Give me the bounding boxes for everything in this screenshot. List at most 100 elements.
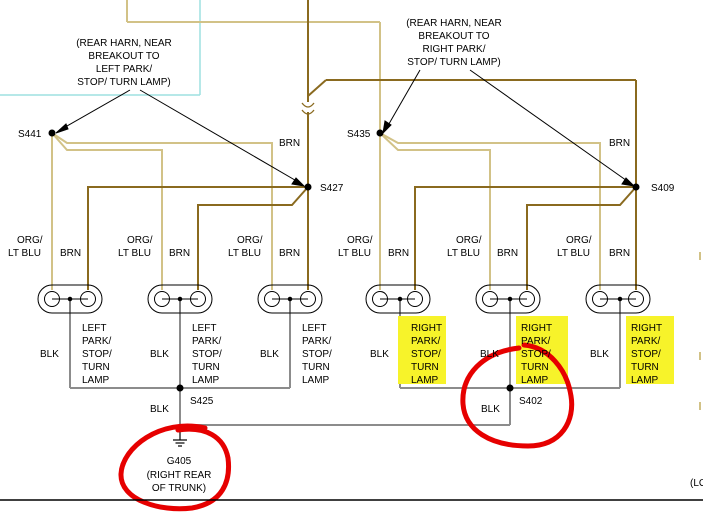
- lamp-label-text: STOP/: [82, 349, 112, 360]
- wire-label-ltblu-2: LT BLU: [118, 248, 151, 259]
- teal-border: [0, 0, 201, 96]
- lamp-label-text: RIGHT: [631, 323, 662, 334]
- wire-label-brn-4: BRN: [388, 248, 409, 259]
- callout-right-line-3: RIGHT PARK/: [423, 44, 486, 55]
- wire-label-blk-s425: BLK: [150, 404, 169, 415]
- brn-wires: [87, 186, 637, 290]
- lamp-symbol-right-3: [585, 284, 651, 314]
- callout-right-line-4: STOP/ TURN LAMP): [407, 57, 501, 68]
- splice-label-s427: S427: [320, 183, 344, 194]
- red-circle-ground: [118, 423, 232, 512]
- wire-label-blk-s402: BLK: [481, 404, 500, 415]
- wire-label-brn-1: BRN: [60, 248, 81, 259]
- lamp-label-text: LAMP: [302, 375, 330, 386]
- wire-label-ltblu-1: LT BLU: [8, 248, 41, 259]
- ground-desc-line-2: OF TRUNK): [152, 483, 206, 494]
- wire-label-org-3: ORG/: [237, 235, 263, 246]
- splice-label-s435: S435: [347, 129, 371, 140]
- lamp-label-text: PARK/: [192, 336, 221, 347]
- lamp-label-text: TURN: [521, 362, 549, 373]
- lamp-label-text: STOP/: [302, 349, 332, 360]
- splice-dot-s402: [506, 384, 514, 392]
- lamp-label-text: TURN: [82, 362, 110, 373]
- lamp-symbol-left-1: [37, 284, 103, 314]
- splice-dot-s427: [304, 183, 312, 191]
- splice-dot-s409: [632, 183, 640, 191]
- connector-wire-labels: ORG/ LT BLU BRN ORG/ LT BLU BRN ORG/ LT …: [8, 235, 630, 259]
- lamp-symbol-right-1: [365, 284, 431, 314]
- red-annotation-circles: [118, 342, 575, 512]
- wire-label-org-5: ORG/: [456, 235, 482, 246]
- lamp-symbols: [37, 284, 651, 314]
- lamp-label-text: PARK/: [521, 336, 550, 347]
- wire-label-org-1: ORG/: [17, 235, 43, 246]
- splice-dot-s441: [48, 129, 56, 137]
- wire-label-org-6: ORG/: [566, 235, 592, 246]
- org-lt-blu-wires: [51, 132, 601, 290]
- wire-label-brn-3: BRN: [279, 248, 300, 259]
- lamp-label-text: TURN: [302, 362, 330, 373]
- wire-label-blk-1: BLK: [40, 349, 59, 360]
- ground-id: G405: [167, 456, 192, 467]
- lamp-label-text: LAMP: [192, 375, 220, 386]
- wire-label-blk-4: BLK: [370, 349, 389, 360]
- lamp-label-left-2: LEFT PARK/ STOP/ TURN LAMP: [192, 323, 222, 386]
- lamp-label-left-3: LEFT PARK/ STOP/ TURN LAMP: [302, 323, 332, 386]
- wire-label-ltblu-3: LT BLU: [228, 248, 261, 259]
- lamp-label-text: LEFT: [82, 323, 106, 334]
- blk-labels: BLK BLK BLK BLK BLK BLK BLK BLK: [40, 349, 609, 415]
- splice-dot-s425: [176, 384, 184, 392]
- lamp-label-right-2: RIGHT PARK/ STOP/ TURN LAMP: [521, 323, 552, 386]
- wire-label-ltblu-5: LT BLU: [447, 248, 480, 259]
- splice-label-s425: S425: [190, 396, 214, 407]
- wire-label-org-4: ORG/: [347, 235, 373, 246]
- splice-dots: [48, 129, 640, 392]
- lamp-label-text: STOP/: [631, 349, 661, 360]
- lamp-label-right-1: RIGHT PARK/ STOP/ TURN LAMP: [411, 323, 442, 386]
- lamp-label-text: LEFT: [192, 323, 216, 334]
- wire-label-brn-top-left: BRN: [279, 138, 300, 149]
- lamp-label-text: LAMP: [411, 375, 439, 386]
- wire-label-brn-6: BRN: [609, 248, 630, 259]
- lamp-label-text: TURN: [192, 362, 220, 373]
- callout-right: (REAR HARN, NEAR BREAKOUT TO RIGHT PARK/…: [406, 18, 502, 68]
- lamp-label-left-1: LEFT PARK/ STOP/ TURN LAMP: [82, 323, 112, 386]
- lamp-label-text: LAMP: [82, 375, 110, 386]
- lamp-label-right-3: RIGHT PARK/ STOP/ TURN LAMP: [631, 323, 662, 386]
- wire-label-blk-6: BLK: [590, 349, 609, 360]
- lamp-label-text: LAMP: [631, 375, 659, 386]
- lamp-label-text: STOP/: [521, 349, 551, 360]
- lamp-label-text: PARK/: [302, 336, 331, 347]
- lamp-label-text: PARK/: [82, 336, 111, 347]
- lamp-label-text: TURN: [411, 362, 439, 373]
- red-circle-s402: [460, 342, 575, 449]
- lamp-symbol-left-2: [147, 284, 213, 314]
- wire-label-blk-5: BLK: [480, 349, 499, 360]
- callout-left-line-4: STOP/ TURN LAMP): [77, 77, 171, 88]
- ground-label: G405 (RIGHT REAR OF TRUNK): [147, 456, 212, 494]
- splice-dot-s435: [376, 129, 384, 137]
- wire-label-brn-top-right: BRN: [609, 138, 630, 149]
- lamp-label-text: PARK/: [411, 336, 440, 347]
- wire-label-org-2: ORG/: [127, 235, 153, 246]
- lamp-label-text: RIGHT: [521, 323, 552, 334]
- ground-icon: [173, 430, 187, 447]
- wire-label-ltblu-6: LT BLU: [557, 248, 590, 259]
- lamp-symbol-left-3: [257, 284, 323, 314]
- callout-right-line-2: BREAKOUT TO: [418, 31, 489, 42]
- wire-label-brn-5: BRN: [497, 248, 518, 259]
- callout-arrows: [55, 69, 636, 187]
- splice-label-s402: S402: [519, 396, 543, 407]
- callout-left-line-1: (REAR HARN, NEAR: [76, 38, 172, 49]
- lamp-label-text: TURN: [631, 362, 659, 373]
- splice-label-s441: S441: [18, 129, 42, 140]
- splice-label-s409: S409: [651, 183, 675, 194]
- callout-left-line-2: BREAKOUT TO: [88, 51, 159, 62]
- lamp-label-text: LEFT: [302, 323, 326, 334]
- ground-desc-line-1: (RIGHT REAR: [147, 470, 212, 481]
- wire-label-blk-2: BLK: [150, 349, 169, 360]
- lamp-label-text: LAMP: [521, 375, 549, 386]
- lamp-label-text: RIGHT: [411, 323, 442, 334]
